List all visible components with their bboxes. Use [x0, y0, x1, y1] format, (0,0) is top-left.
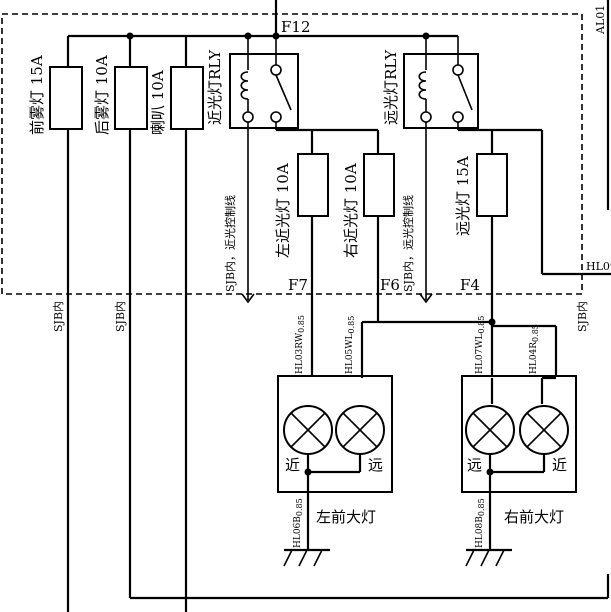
high-control-line-label: SJB内，远光控制线	[401, 195, 415, 292]
left-low-fuse-label: 左近光灯 10A	[274, 163, 292, 258]
low-relay-pin	[242, 111, 254, 123]
low-beam-relay	[229, 53, 299, 129]
high-beam-fuse	[476, 153, 508, 217]
wire-hl07-label: HL07WL0.85	[475, 316, 486, 374]
wire-al01-label: AL01	[594, 5, 607, 35]
left-ground-icon	[283, 548, 330, 567]
left-low-bulb-label: 近	[285, 456, 300, 474]
rear-fog-fuse-label: 后雾灯 10A	[93, 55, 111, 135]
horn-fuse-label: 喇叭 10A	[149, 70, 167, 135]
low-relay-pin	[270, 64, 282, 76]
left-assembly-label: 左前大灯	[316, 508, 376, 526]
sjb-boundary	[1, 13, 583, 295]
wire-hl08-label: HL08B0.85	[475, 498, 486, 548]
wire-hl04-label: HL04R0.85	[529, 324, 540, 374]
high-relay-switch	[457, 74, 473, 111]
low-beam-relay-label: 近光灯RLY	[206, 49, 224, 125]
low-relay-coil	[240, 71, 249, 100]
left-low-bulb	[283, 405, 333, 455]
terminal-f7: F7	[288, 276, 308, 294]
left-high-bulb-label: 远	[368, 456, 383, 474]
right-high-bulb-label: 近	[552, 456, 567, 474]
wire-hl05-label: HL05WL0.85	[345, 316, 356, 374]
svg-text:HL03RW0.85: HL03RW0.85	[295, 315, 306, 374]
svg-text:HL04R0.85: HL04R0.85	[529, 324, 540, 374]
front-fog-fuse	[49, 66, 83, 130]
sjb-label-b: SJB内	[113, 301, 127, 332]
high-beam-relay	[403, 53, 479, 129]
right-ground-icon	[465, 548, 512, 567]
right-low-bulb	[465, 405, 515, 455]
high-beam-relay-label: 远光灯RLY	[382, 49, 400, 125]
right-low-bulb-label: 远	[467, 456, 482, 474]
high-relay-coil	[418, 71, 427, 100]
svg-text:HL06B0.85: HL06B0.85	[293, 498, 304, 548]
terminal-f6: F6	[380, 276, 400, 294]
terminal-f12: F12	[281, 18, 311, 36]
svg-text:HL07WL0.85: HL07WL0.85	[475, 316, 486, 374]
high-relay-pin	[452, 111, 464, 123]
low-control-arrow	[241, 293, 255, 304]
high-beam-fuse-label: 远光灯 15A	[454, 156, 472, 236]
horn-fuse	[170, 66, 204, 130]
svg-text:HL05WL0.85: HL05WL0.85	[345, 316, 356, 374]
low-control-line-label: SJB内，近光控制线	[223, 195, 237, 292]
front-fog-fuse-label: 前雾灯 15A	[28, 55, 46, 135]
wire-hl03-label: HL03RW0.85	[295, 315, 306, 374]
terminal-f4: F4	[460, 276, 480, 294]
right-low-fuse	[363, 153, 395, 217]
left-high-bulb	[335, 405, 385, 455]
high-control-arrow	[419, 293, 433, 304]
right-low-fuse-label: 右近光灯 10A	[342, 163, 360, 258]
svg-text:HL08B0.85: HL08B0.85	[475, 498, 486, 548]
low-relay-switch	[275, 74, 292, 111]
rear-fog-fuse	[114, 66, 148, 130]
right-assembly-label: 右前大灯	[504, 508, 564, 526]
sjb-label-c: SJB内	[575, 301, 589, 332]
wire-hl09-label: HL09	[586, 260, 611, 273]
high-relay-pin	[420, 111, 432, 123]
right-high-bulb	[519, 405, 569, 455]
low-relay-pin	[270, 111, 282, 123]
wire-hl06-label: HL06B0.85	[293, 498, 304, 548]
high-relay-pin	[452, 64, 464, 76]
sjb-label-a: SJB内	[51, 301, 65, 332]
left-low-fuse	[297, 153, 329, 217]
